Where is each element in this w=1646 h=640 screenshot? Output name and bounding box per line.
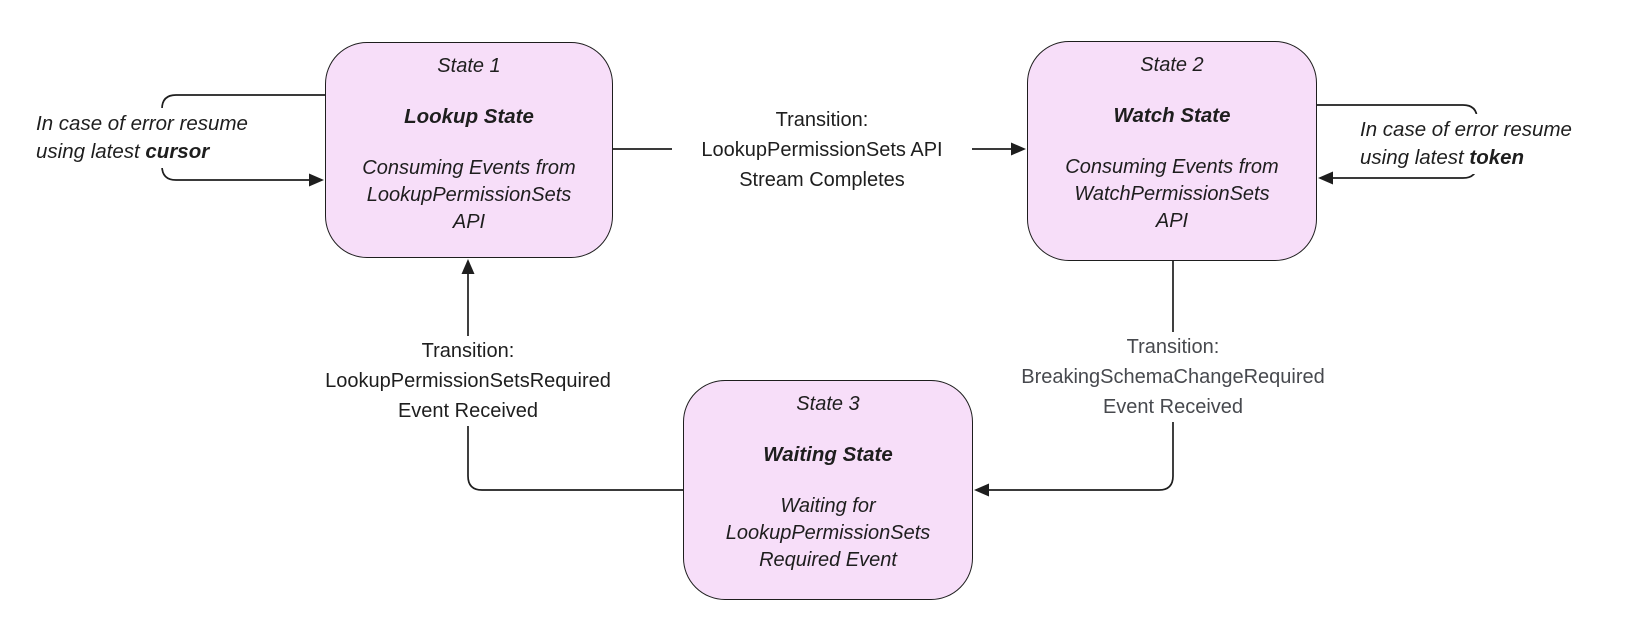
arrow-state3-to-state1-arrowhead	[461, 259, 475, 274]
error-right-line2-bold: token	[1469, 146, 1525, 169]
error-resume-label-cursor: In case of error resume using latest cur…	[32, 108, 252, 168]
transition-label-state2-to-state3: Transition: BreakingSchemaChangeRequired…	[993, 332, 1353, 422]
error-right-line2-prefix: using latest	[1360, 146, 1470, 169]
error-left-line1: In case of error resume	[36, 112, 248, 135]
state2-description: Consuming Events from WatchPermissionSet…	[1065, 156, 1279, 232]
error-resume-label-token: In case of error resume using latest tok…	[1356, 114, 1576, 174]
error-right-line1: In case of error resume	[1360, 118, 1572, 141]
transition-label-state3-to-state1: Transition: LookupPermissionSetsRequired…	[308, 336, 628, 426]
error-loop-state2-arrowhead	[1318, 171, 1333, 185]
error-loop-state1-arrowhead	[309, 173, 324, 187]
state3-title: State 3	[796, 393, 860, 415]
error-left-line2-prefix: using latest	[36, 140, 146, 163]
error-left-line2-bold: cursor	[145, 140, 210, 163]
state1-name: Lookup State	[404, 105, 534, 128]
state2-name: Watch State	[1113, 104, 1231, 127]
state-box-lookup-state: State 1 Lookup State Consuming Events fr…	[325, 42, 613, 258]
state1-title: State 1	[437, 55, 501, 77]
state3-description: Waiting for LookupPermissionSets Require…	[725, 495, 931, 571]
state-box-waiting-state: State 3 Waiting State Waiting for Lookup…	[683, 380, 973, 600]
state1-description: Consuming Events from LookupPermissionSe…	[362, 157, 576, 233]
state-box-watch-state: State 2 Watch State Consuming Events fro…	[1027, 41, 1317, 261]
arrow-state2-to-state3-arrowhead	[974, 483, 989, 497]
state3-name: Waiting State	[763, 443, 893, 466]
arrow-state1-to-state2-arrowhead	[1011, 142, 1026, 156]
transition-label-state1-to-state2: Transition: LookupPermissionSets API Str…	[672, 105, 972, 195]
state2-title: State 2	[1140, 54, 1204, 76]
